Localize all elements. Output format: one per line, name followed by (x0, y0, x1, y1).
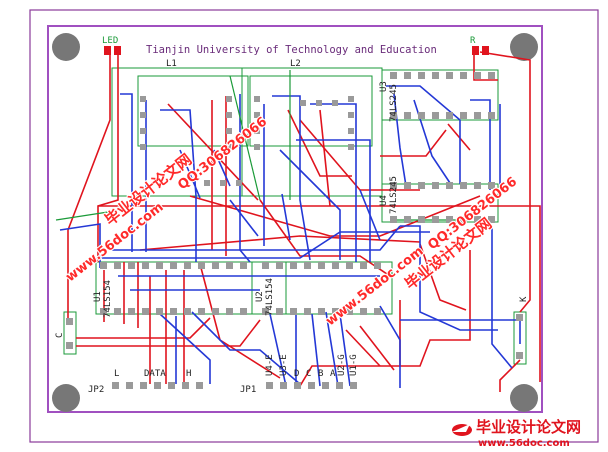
led-pad-2 (114, 46, 121, 55)
board-title: Tianjin University of Technology and Edu… (146, 44, 437, 56)
u1-label: U1 (93, 291, 103, 302)
u4-part-label: 74LS245 (389, 176, 399, 214)
jp2-h-label: H (186, 369, 191, 379)
u2-label: U2 (255, 291, 265, 302)
jp1-pads (266, 382, 357, 389)
u4-pads (390, 182, 495, 223)
r-pad-2 (482, 46, 489, 55)
led-label: LED (102, 36, 118, 46)
k-pad-bottom (516, 352, 523, 359)
footer-site-cn: 毕业设计论文网 (476, 418, 581, 436)
jp1-pin-label: D (294, 369, 299, 379)
mounting-hole-bottom-left (52, 384, 80, 412)
u3-part-label: 74LS245 (389, 84, 399, 122)
u3-label: U3 (379, 81, 389, 92)
footer-url: www.56doc.com (478, 438, 570, 449)
u1-pads (100, 262, 247, 315)
u2-pads (262, 262, 381, 315)
jp2-label: JP2 (88, 385, 104, 395)
silkscreen: Tianjin University of Technology and Edu… (55, 36, 529, 395)
footer-logo: 毕业设计论文网 www.56doc.com (452, 418, 581, 449)
jp1-pin-label: U2-G (337, 354, 347, 376)
led-matrix-pads (140, 96, 354, 186)
blue-traces (59, 85, 521, 388)
u3-pads (390, 72, 495, 119)
jp1-pin-label: U1-G (349, 354, 359, 376)
red-traces (67, 51, 541, 392)
jp2-pads (112, 382, 203, 389)
jp1-label: JP1 (240, 385, 256, 395)
r-label: R (470, 36, 476, 46)
k-label: K (519, 296, 529, 302)
data-label: DATA (144, 369, 166, 379)
ic-pads (66, 72, 523, 389)
k-pad-top (516, 314, 523, 321)
l1-label: L1 (166, 59, 177, 69)
board-outline (47, 25, 543, 413)
outer-frame (29, 9, 599, 443)
jp2-l-label: L (114, 369, 119, 379)
r-pad-1 (472, 46, 479, 55)
logo-swoosh-icon (452, 424, 470, 432)
mounting-hole-top-left (52, 33, 80, 61)
u2-part-label: 74LS154 (265, 278, 275, 316)
u4-label: U4 (379, 195, 389, 206)
mounting-hole-top-right (510, 33, 538, 61)
smd-pads (104, 46, 489, 55)
c-pad-bottom (66, 342, 73, 349)
jp1-pin-label: U4-E (265, 354, 275, 376)
u1-part-label: 74LS154 (103, 280, 113, 318)
jp1-pin-label: U3-E (279, 354, 289, 376)
jp1-pin-label: C (306, 369, 311, 379)
jp1-pin-label: A (330, 369, 336, 379)
c-label: C (55, 333, 65, 338)
l2-label: L2 (290, 59, 301, 69)
mounting-hole-bottom-right (510, 384, 538, 412)
led-pad-1 (104, 46, 111, 55)
jp1-pin-label: B (318, 369, 323, 379)
c-pad-top (66, 318, 73, 325)
